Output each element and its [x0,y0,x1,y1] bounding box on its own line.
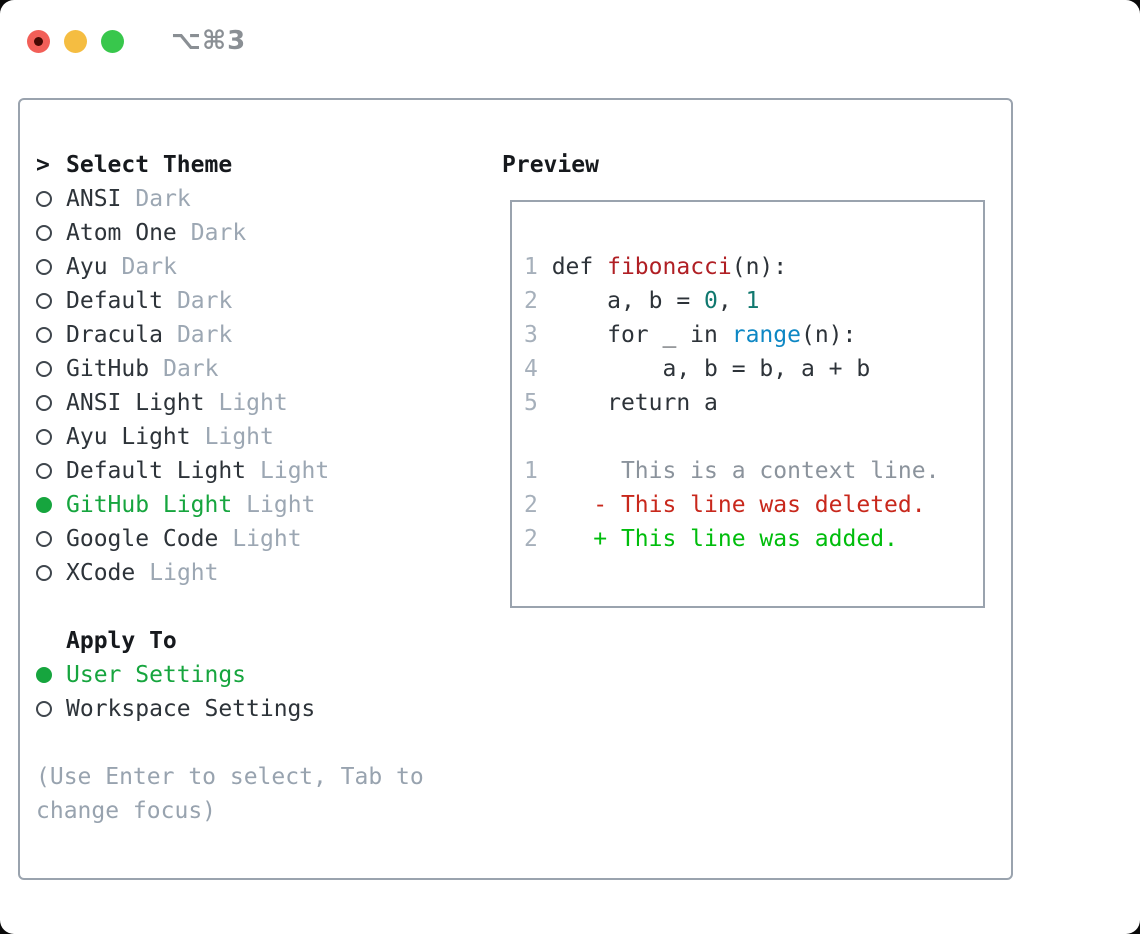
option-label: Dracula [66,322,163,348]
apply-to-header-row: Apply To [36,624,502,658]
option-label: Workspace Settings [66,696,316,722]
select-theme-header-row: > Select Theme [36,148,502,182]
option-variant-tag: Dark [190,220,247,246]
option-label: GitHub Light [66,492,233,518]
preview-header-row: Preview [502,148,1011,182]
radio-icon [36,463,52,479]
theme-option-ayu[interactable]: Ayu Dark [36,250,502,284]
code-line: 4 a, b = b, a + b [524,356,871,382]
code-line [524,420,983,454]
code-line: 2 + This line was added. [524,526,898,552]
radio-icon [36,667,52,683]
code-line: 2 - This line was deleted. [524,492,926,518]
option-label: Google Code [66,526,219,552]
option-variant-tag: Light [149,560,219,586]
titlebar: ⌥⌘3 [27,26,246,56]
theme-option-github[interactable]: GitHub Dark [36,352,502,386]
radio-icon [36,531,52,547]
option-label: XCode [66,560,136,586]
spacer [36,590,502,624]
radio-icon [36,327,52,343]
theme-option-default-light[interactable]: Default Light Light [36,454,502,488]
minimize-button[interactable] [64,29,87,53]
option-variant-tag: Light [232,526,302,552]
theme-option-atom-one[interactable]: Atom One Dark [36,216,502,250]
code-line: 5 return a [524,390,718,416]
option-variant-tag: Light [204,424,274,450]
radio-icon [36,361,52,377]
option-variant-tag: Dark [163,356,219,382]
theme-option-xcode[interactable]: XCode Light [36,556,502,590]
option-variant-tag: Dark [135,186,191,212]
option-variant-tag: Light [218,390,288,416]
option-variant-tag: Dark [121,254,177,280]
radio-icon [36,497,52,513]
apply-to-header: Apply To [66,628,177,654]
option-variant-tag: Dark [176,288,233,314]
theme-option-github-light[interactable]: GitHub Light Light [36,488,502,522]
option-label: Atom One [66,220,177,246]
apply-option-workspace-settings[interactable]: Workspace Settings [36,692,502,726]
option-variant-tag: Light [246,492,316,518]
theme-option-ansi-light[interactable]: ANSI Light Light [36,386,502,420]
theme-option-dracula[interactable]: Dracula Dark [36,318,502,352]
option-variant-tag: Light [260,458,330,484]
option-label: Ayu [66,254,108,280]
option-label: User Settings [66,662,247,688]
preview-column: Preview 1 def fibonacci(n): 2 a, b = 0, 1… [502,148,1011,828]
prompt-icon: > [36,152,50,178]
code-line: 1 def fibonacci(n): [524,254,788,280]
zoom-button[interactable] [101,29,124,53]
radio-icon [36,259,52,275]
theme-option-default[interactable]: Default Dark [36,284,502,318]
code-preview-box: 1 def fibonacci(n): 2 a, b = 0, 1 3 for _ … [510,200,985,608]
radio-icon [36,701,52,717]
apply-option-user-settings[interactable]: User Settings [36,658,502,692]
code-line: 3 for _ in range(n): [524,322,857,348]
code-line: 2 a, b = 0, 1 [524,288,760,314]
radio-icon [36,565,52,581]
spacer [36,726,502,760]
radio-icon [36,225,52,241]
preview-header: Preview [502,152,599,178]
option-label: Default Light [66,458,247,484]
radio-icon [36,429,52,445]
select-theme-header: Select Theme [66,152,233,178]
option-label: Default [66,288,163,314]
radio-icon [36,293,52,309]
option-label: ANSI Light [66,390,205,416]
keyboard-hint: (Use Enter to select, Tab to change focu… [36,764,424,824]
code-line: 1 This is a context line. [524,458,940,484]
close-button[interactable] [27,29,50,53]
option-label: Ayu Light [66,424,191,450]
window-title: ⌥⌘3 [171,26,247,56]
theme-option-google-code[interactable]: Google Code Light [36,522,502,556]
option-variant-tag: Dark [176,322,233,348]
theme-option-ayu-light[interactable]: Ayu Light Light [36,420,502,454]
option-label: GitHub [66,356,150,382]
theme-option-ansi[interactable]: ANSI Dark [36,182,502,216]
option-label: ANSI [66,186,122,212]
radio-icon [36,395,52,411]
radio-icon [36,191,52,207]
